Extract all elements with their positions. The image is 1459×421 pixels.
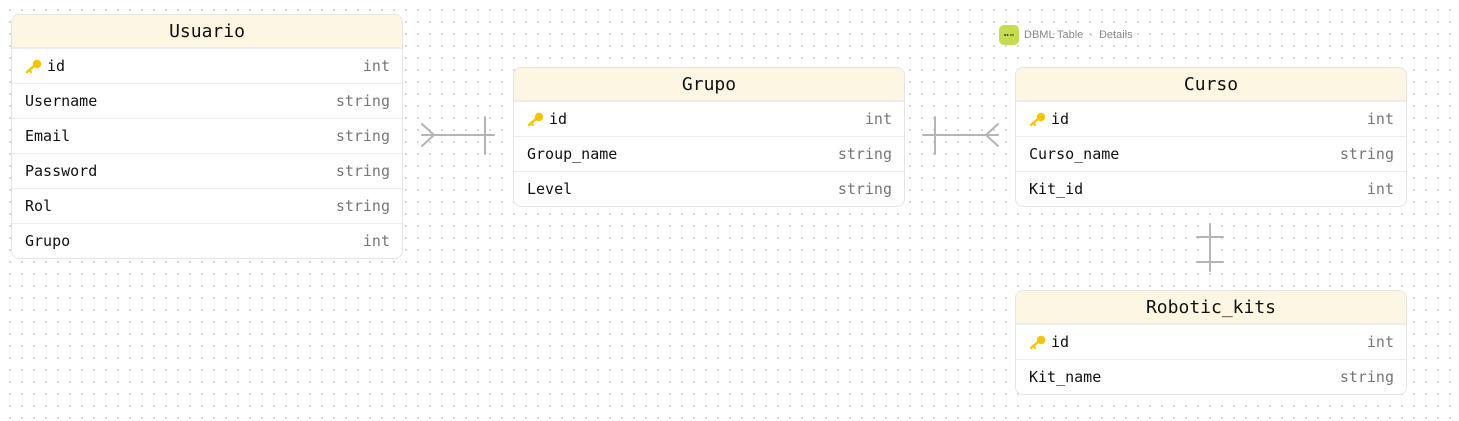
column-type: string bbox=[335, 92, 390, 110]
table-row[interactable]: id int bbox=[1016, 101, 1406, 136]
column-type: string bbox=[837, 145, 892, 163]
column-name: Username bbox=[25, 92, 98, 110]
column-type: string bbox=[335, 127, 390, 145]
column-name: Rol bbox=[25, 197, 53, 215]
column-type: string bbox=[1339, 145, 1394, 163]
column-name: Kit_name bbox=[1029, 368, 1102, 386]
column-type: string bbox=[335, 162, 390, 180]
badge-details-link[interactable]: Details bbox=[1098, 29, 1133, 41]
connector-usuario-grupo bbox=[421, 116, 495, 155]
badge-label: DBML Table bbox=[1024, 29, 1084, 41]
dbml-table-badge[interactable]: DBML Table · Details bbox=[999, 25, 1133, 45]
column-type: int bbox=[362, 57, 390, 75]
table-grupo[interactable]: Grupo id int Group_name string Level str… bbox=[513, 67, 905, 207]
column-name: id bbox=[549, 110, 568, 128]
table-row[interactable]: Curso_name string bbox=[1016, 136, 1406, 171]
table-row[interactable]: Password string bbox=[12, 153, 402, 188]
column-name: Kit_id bbox=[1029, 180, 1084, 198]
table-row[interactable]: Kit_id int bbox=[1016, 171, 1406, 206]
column-type: string bbox=[837, 180, 892, 198]
table-curso[interactable]: Curso id int Curso_name string Kit_id in… bbox=[1015, 67, 1407, 207]
table-row[interactable]: id int bbox=[12, 48, 402, 83]
table-header[interactable]: Curso bbox=[1016, 68, 1406, 101]
column-name: id bbox=[1051, 333, 1070, 351]
column-type: int bbox=[1366, 110, 1394, 128]
column-type: int bbox=[1366, 333, 1394, 351]
table-row[interactable]: Rol string bbox=[12, 188, 402, 223]
table-row[interactable]: Group_name string bbox=[514, 136, 904, 171]
table-header[interactable]: Grupo bbox=[514, 68, 904, 101]
connector-curso-robotic-kits bbox=[1196, 223, 1224, 272]
column-name: Grupo bbox=[25, 232, 71, 250]
badge-separator: · bbox=[1089, 29, 1093, 41]
primary-key-icon bbox=[527, 112, 545, 127]
table-robotic-kits[interactable]: Robotic_kits id int Kit_name string bbox=[1015, 290, 1407, 395]
primary-key-icon bbox=[1029, 112, 1047, 127]
column-name: id bbox=[47, 57, 66, 75]
table-header[interactable]: Usuario bbox=[12, 15, 402, 48]
column-type: int bbox=[864, 110, 892, 128]
column-type: string bbox=[335, 197, 390, 215]
table-header[interactable]: Robotic_kits bbox=[1016, 291, 1406, 324]
table-row[interactable]: Grupo int bbox=[12, 223, 402, 258]
column-type: string bbox=[1339, 368, 1394, 386]
primary-key-icon bbox=[25, 59, 43, 74]
table-row[interactable]: id int bbox=[514, 101, 904, 136]
column-name: Password bbox=[25, 162, 98, 180]
column-name: Email bbox=[25, 127, 71, 145]
table-row[interactable]: Level string bbox=[514, 171, 904, 206]
primary-key-icon bbox=[1029, 335, 1047, 350]
column-name: id bbox=[1051, 110, 1070, 128]
table-row[interactable]: Kit_name string bbox=[1016, 359, 1406, 394]
column-name: Level bbox=[527, 180, 573, 198]
column-name: Group_name bbox=[527, 145, 618, 163]
column-name: Curso_name bbox=[1029, 145, 1120, 163]
table-row[interactable]: id int bbox=[1016, 324, 1406, 359]
table-usuario[interactable]: Usuario id int Username string Email str… bbox=[11, 14, 403, 259]
dbml-table-icon bbox=[999, 25, 1019, 45]
table-row[interactable]: Username string bbox=[12, 83, 402, 118]
table-row[interactable]: Email string bbox=[12, 118, 402, 153]
column-type: int bbox=[1366, 180, 1394, 198]
connector-grupo-curso bbox=[922, 116, 999, 155]
column-type: int bbox=[362, 232, 390, 250]
